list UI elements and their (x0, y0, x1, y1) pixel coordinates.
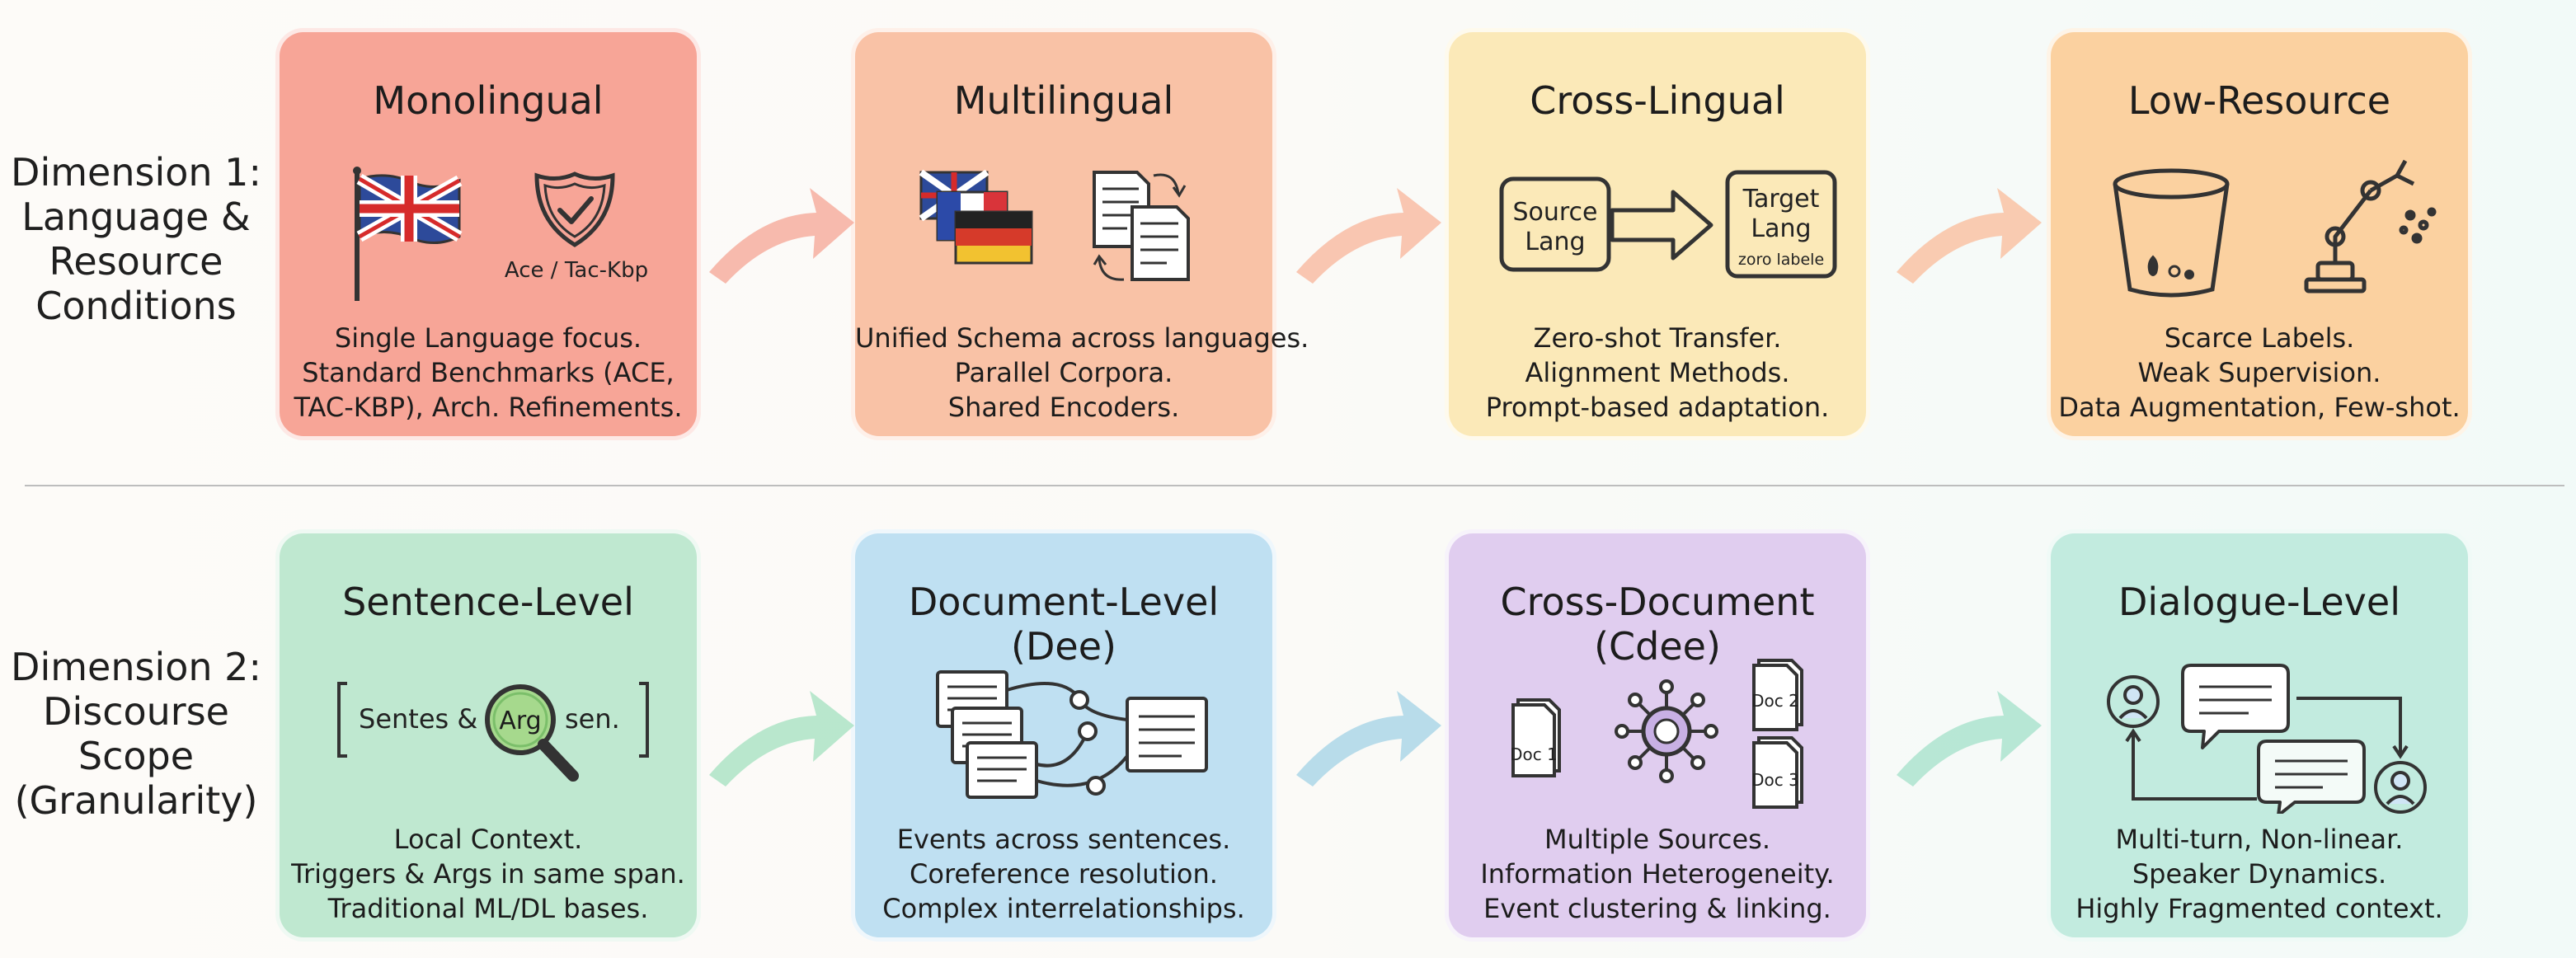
card-title: Sentence-Level (342, 580, 634, 624)
magnifier-icon (485, 684, 579, 782)
card-description: Single Language focus. Standard Benchmar… (280, 321, 697, 425)
desc-line: Traditional ML/DL bases. (327, 893, 649, 924)
desc-line: Local Context. (393, 824, 583, 855)
dimension-1-label-line: Resource (49, 239, 223, 284)
desc-line: Speaker Dynamics. (2132, 858, 2387, 890)
card-description: Multiple Sources. Information Heterogene… (1449, 822, 1866, 926)
argument-label: Arg (499, 707, 541, 735)
transfer-arrow-icon (1610, 190, 1713, 261)
card-cross-document: Cross-Document (Cdee) Doc 1 Doc 2 Doc 3 … (1445, 529, 1870, 942)
dimension-2-label-line: Discourse (43, 689, 229, 734)
desc-line: Standard Benchmarks (ACE, (302, 357, 675, 388)
desc-line: Weak Supervision. (2137, 357, 2381, 388)
dimension-2-label: Dimension 2: Discourse Scope (Granularit… (0, 645, 272, 823)
desc-line: Parallel Corpora. (954, 357, 1173, 388)
dimension-1-label-line: Language & (21, 195, 251, 239)
desc-line: Shared Encoders. (947, 392, 1180, 423)
bucket-icon (2113, 168, 2230, 298)
desc-line: Highly Fragmented context. (2075, 893, 2443, 924)
desc-line: Single Language focus. (334, 322, 642, 354)
desc-line: Coreference resolution. (910, 858, 1218, 890)
shield-badge-label: Ace / Tac-Kbp (505, 258, 648, 283)
source-lang-label: Source (1512, 198, 1597, 227)
sentence-level-illustration: Sentes & Arg sen. (337, 682, 649, 782)
multilingual-illustration (919, 169, 1190, 281)
sentence-text: sen. (565, 703, 620, 735)
desc-line: Complex interrelationships. (882, 893, 1245, 924)
card-description: Local Context. Triggers & Args in same s… (280, 822, 697, 926)
flow-arrow-icon (1296, 188, 1441, 284)
card-multilingual: Multilingual Unified Schema across langu… (851, 28, 1309, 440)
dimension-2-label-line: Scope (78, 734, 195, 778)
dimension-2-label-line: Dimension 2: (11, 645, 261, 689)
desc-line: Prompt-based adaptation. (1485, 392, 1830, 423)
dimension-1-label-line: Conditions (35, 284, 237, 328)
desc-line: Zero-shot Transfer. (1533, 322, 1782, 354)
doc-label: Doc 1 (1510, 744, 1558, 764)
flow-arrow-icon (1897, 691, 2042, 787)
card-title: Dialogue-Level (2118, 580, 2400, 624)
robot-arm-icon (2304, 159, 2437, 294)
target-lang-label: Target (1742, 185, 1820, 214)
card-title: Multilingual (953, 78, 1174, 123)
desc-line: Events across sentences. (896, 824, 1231, 855)
card-low-resource: Low-Resource Scarce Labels. Weak Supervi… (2047, 28, 2472, 440)
desc-line: TAC-KBP), Arch. Refinements. (294, 392, 683, 423)
desc-line: Alignment Methods. (1525, 357, 1790, 388)
monolingual-illustration: Ace / Tac-Kbp (353, 167, 648, 301)
user-icon (2107, 675, 2427, 814)
desc-line: Scarce Labels. (2164, 322, 2355, 354)
card-dialogue-level: Dialogue-Level Multi-turn, Non-linear. S… (2047, 529, 2472, 942)
stacked-flags-icon (919, 169, 1033, 265)
desc-line: Information Heterogeneity. (1480, 858, 1835, 890)
desc-line: Data Augmentation, Few-shot. (2058, 392, 2461, 423)
doc-label: Doc 3 (1751, 770, 1799, 790)
source-lang-label: Lang (1525, 228, 1585, 256)
flow-arrow-icon (709, 691, 854, 787)
card-sentence-level: Sentence-Level Sentes & Arg sen. Local C… (275, 529, 701, 942)
dimension-1-label-line: Dimension 1: (11, 150, 261, 195)
dimension-2-label-line: (Granularity) (14, 778, 258, 823)
card-title: Cross-Lingual (1530, 78, 1785, 123)
flow-arrow-icon (1897, 188, 2042, 284)
target-lang-label: Lang (1751, 214, 1811, 243)
hub-network-icon: Doc 1 Doc 2 Doc 3 (1510, 659, 1803, 809)
flow-arrow-icon (1296, 691, 1441, 787)
card-title: Low-Resource (2127, 78, 2391, 123)
card-description: Scarce Labels. Weak Supervision. Data Au… (2051, 321, 2468, 425)
desc-line: Unified Schema across languages. (855, 322, 1309, 354)
chat-bubbles-icon (2107, 664, 2427, 814)
desc-line: Event clustering & linking. (1483, 893, 1831, 924)
card-title: Document-Level (Dee) (908, 580, 1220, 669)
target-lang-note: zoro labele (1738, 251, 1824, 269)
flow-arrow-icon (709, 188, 854, 284)
linked-documents-icon (936, 670, 1208, 799)
shield-check-icon (534, 171, 615, 247)
desc-line: Multiple Sources. (1544, 824, 1771, 855)
card-cross-lingual: Cross-Lingual Source Lang Target Lang zo… (1445, 28, 1870, 440)
desc-line: Triggers & Args in same span. (291, 858, 685, 890)
card-title: Monolingual (373, 78, 604, 123)
parallel-documents-icon (1093, 171, 1190, 281)
card-description: Events across sentences. Coreference res… (855, 822, 1272, 926)
card-title: Cross-Document (Cdee) (1500, 580, 1815, 669)
card-description: Unified Schema across languages. Paralle… (855, 321, 1309, 425)
document-icons (1511, 659, 1803, 809)
dimension-1-label: Dimension 1: Language & Resource Conditi… (0, 150, 272, 328)
row-divider (25, 485, 2564, 486)
card-description: Multi-turn, Non-linear. Speaker Dynamics… (2051, 822, 2468, 926)
card-monolingual: Monolingual Ace / Tac-Kbp Single Languag… (275, 28, 701, 440)
cross-lingual-illustration: Source Lang Target Lang zoro labele (1499, 170, 1837, 279)
doc-label: Doc 2 (1751, 691, 1799, 711)
uk-flag-icon (353, 167, 463, 301)
card-description: Zero-shot Transfer. Alignment Methods. P… (1449, 321, 1866, 425)
card-document-level: Document-Level (Dee) Events across sente… (851, 529, 1276, 942)
desc-line: Multi-turn, Non-linear. (2115, 824, 2404, 855)
low-resource-illustration (2113, 159, 2437, 298)
sentence-text: Sentes & (359, 703, 477, 735)
